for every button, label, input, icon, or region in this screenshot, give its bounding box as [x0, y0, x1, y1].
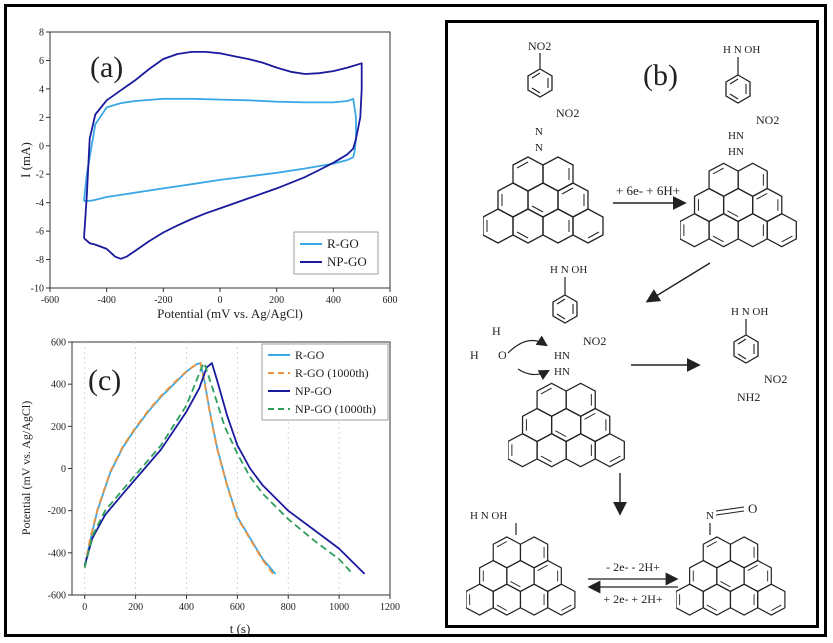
chart-a-ytick-label-9: 8 [39, 28, 44, 39]
chart-c-legend-r-go-1000: R-GO (1000th) [295, 366, 369, 380]
chart-a-ytick-label-6: 2 [39, 113, 44, 124]
chart-a-legend-np-go: NP-GO [327, 254, 367, 269]
chart-c-series-r-go-1000th- [83, 362, 274, 575]
mol3-hn2: HN [554, 366, 570, 378]
mol2-hn2: HN [728, 146, 744, 158]
mol1-n2: N [535, 142, 543, 154]
chart-a-ytick-label-1: -8 [36, 255, 44, 266]
chart-c-ytick-label-5: 400 [51, 380, 66, 391]
mol4-nh2: NH2 [737, 390, 760, 404]
molecule-azo-reactant: NO2 NO2 N N [483, 39, 604, 244]
chart-c-xtick-label-1: 200 [128, 602, 143, 613]
arrow-oxidation-label: - 2e- - 2H+ [606, 560, 660, 574]
chart-c-ylabel: Potential (mV vs. Ag/AgCl) [19, 401, 33, 535]
arrow-reduction-label: + 6e- + 6H+ [616, 183, 680, 198]
chart-a-series-np-go [83, 51, 363, 260]
molecule-water-attack: H N OH NO2 HN HN H H O [470, 264, 625, 468]
chart-a-xtick-label-4: 200 [269, 295, 284, 306]
chart-a-ytick-label-7: 4 [39, 84, 44, 95]
chart-c-xtick-label-5: 1000 [329, 602, 349, 613]
chart-a-ytick-label-5: 0 [39, 141, 44, 152]
chart-a-ylabel: I (mA) [18, 142, 33, 178]
chart-a-xtick-label-1: -400 [97, 295, 115, 306]
mol5-nhoh: H N OH [470, 510, 507, 522]
chart-c-xtick-label-0: 0 [82, 602, 87, 613]
chart-a-xtick-label-0: -600 [41, 295, 59, 306]
chart-c-legend-r-go: R-GO [295, 348, 325, 362]
arrow-reverse-label: + 2e- + 2H+ [603, 592, 663, 606]
chart-a-legend-r-go: R-GO [327, 236, 359, 251]
chart-c-series-np-go [83, 362, 366, 575]
chart-a-cv: -600 -400 -200 0 200 400 600 -10 -8 -6 -4 -2 0 2 4 6 8 (… [18, 28, 398, 322]
chart-a-ytick-label-2: -6 [36, 227, 44, 238]
mol1-n1: N [535, 126, 543, 138]
chart-a-xtick-label-6: 600 [383, 295, 398, 306]
chart-c-ytick-label-2: -200 [48, 506, 66, 517]
reaction-scheme: (b) NO2 NO2 N N + 6e- + 6H+ H N OH NO2 H… [466, 39, 797, 616]
mol3-h2o-ho: H [470, 348, 479, 362]
mol3-hn1: HN [554, 350, 570, 362]
chart-c-ytick-label-6: 600 [51, 338, 66, 349]
mol4-no2: NO2 [764, 372, 787, 386]
molecule-nitroso: N O [676, 501, 786, 616]
mol3-h2o-o: O [498, 348, 507, 362]
panel-b-scheme-box: (b) NO2 NO2 N N + 6e- + 6H+ H N OH NO2 H… [445, 20, 819, 628]
chart-c-ytick-label-1: -400 [48, 548, 66, 559]
chart-a-ytick-label-3: -4 [36, 198, 44, 209]
chart-a-xtick-label-5: 400 [326, 295, 341, 306]
chart-c-ytick-label-4: 200 [51, 422, 66, 433]
chart-a-legend: R-GO NP-GO [293, 231, 379, 275]
arrow-diagonal [645, 262, 711, 303]
chart-a-xtick-label-3: 0 [218, 295, 223, 306]
mol3-h2o-h: H [492, 324, 501, 338]
mol1-no2-side: NO2 [556, 106, 579, 120]
chart-a-ytick-label-4: -2 [36, 170, 44, 181]
scheme-panel-label: (b) [643, 59, 678, 92]
chart-c-legend-np-go-1000: NP-GO (1000th) [295, 402, 376, 416]
chart-a-ytick-label-0: -10 [31, 284, 44, 295]
chart-c-gcd: 0 200 400 600 800 1000 1200 -600 -400 -200 0 200 400… [19, 338, 400, 637]
mol2-no2: NO2 [756, 113, 779, 127]
chart-c-legend-np-go: NP-GO [295, 384, 332, 398]
mol4-nhoh: H N OH [731, 306, 768, 318]
chart-a-series-r-go [83, 97, 357, 203]
chart-a-ytick-label-8: 6 [39, 56, 44, 67]
chart-c-panel-label: (c) [88, 364, 121, 397]
chart-c-xtick-label-4: 800 [281, 602, 296, 613]
mol6-o: O [748, 501, 757, 516]
chart-c-xtick-label-2: 400 [179, 602, 194, 613]
mol3-no2: NO2 [583, 334, 606, 348]
chart-a-xtick-label-2: -200 [154, 295, 172, 306]
chart-c-ytick-label-0: -600 [48, 591, 66, 602]
chart-c-series-np-go-1000th- [83, 362, 353, 574]
molecule-hydroxylamine: H N OH [466, 510, 576, 616]
chart-a-panel-label: (a) [90, 51, 123, 84]
chart-a-xlabel: Potential (mV vs. Ag/AgCl) [157, 306, 303, 321]
chart-c-xlabel: t (s) [230, 621, 251, 636]
chart-c-xtick-label-6: 1200 [380, 602, 400, 613]
mol2-nhoh: H N OH [723, 44, 760, 56]
chart-c-legend: R-GO R-GO (1000th) NP-GO NP-GO (1000th) [261, 343, 389, 421]
mol6-n: N [706, 510, 714, 522]
molecule-hydrazo-intermediate: H N OH NO2 HN HN [680, 44, 797, 248]
chart-c-xtick-label-3: 600 [230, 602, 245, 613]
chart-c-ytick-label-3: 0 [61, 464, 66, 475]
mol3-nhoh: H N OH [550, 264, 587, 276]
molecule-amine-product: H N OH NO2 NH2 [731, 306, 787, 404]
mol1-no2-top: NO2 [528, 39, 551, 53]
mol2-hn1: HN [728, 130, 744, 142]
